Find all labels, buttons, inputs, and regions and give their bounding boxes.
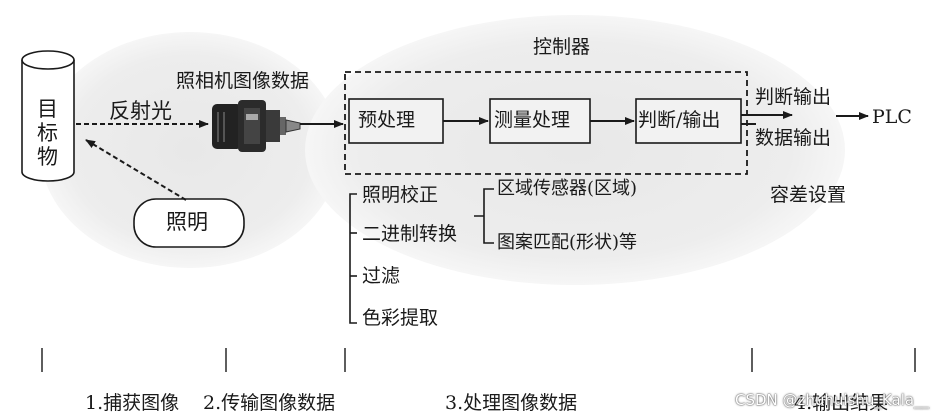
preprocess-item: 二进制转换	[362, 223, 458, 245]
step-box-measure	[489, 98, 591, 144]
preprocess-item: 色彩提取	[362, 307, 439, 329]
measure-item: 图案匹配(形状)等	[497, 232, 638, 253]
reflected-light-label: 反射光	[109, 99, 172, 123]
step-preprocess-label: 预处理	[358, 109, 416, 131]
stage-label-output: 4.输出结果	[794, 392, 889, 414]
data-output-label: 数据输出	[755, 127, 832, 149]
background-blob-left	[40, 32, 340, 268]
measure-item: 区域传感器(区域)	[497, 178, 638, 199]
target-cylinder	[21, 50, 75, 182]
tolerance-label: 容差设置	[770, 184, 847, 206]
stage-label-process: 3.处理图像数据	[445, 392, 578, 414]
lighting-label: 照明	[166, 210, 208, 234]
illumination-arrow	[85, 139, 187, 201]
target-label: 目 标 物	[37, 97, 58, 169]
camera-icon	[212, 100, 301, 152]
stage-label-transfer: 2.传输图像数据	[203, 392, 336, 414]
lighting-box	[133, 198, 245, 248]
step-judge-label: 判断/输出	[638, 109, 721, 131]
preprocess-item: 过滤	[362, 265, 401, 287]
camera-data-label: 照相机图像数据	[176, 70, 310, 92]
plc-label: PLC	[872, 106, 912, 128]
judge-output-label: 判断输出	[755, 86, 832, 108]
preprocess-item: 照明校正	[362, 184, 439, 206]
controller-title: 控制器	[533, 36, 591, 58]
watermark: CSDN @zhuhuishu_Kala__	[735, 391, 930, 409]
step-box-preprocess	[348, 98, 444, 144]
preprocess-bracket	[349, 193, 357, 324]
step-measure-label: 测量处理	[494, 109, 571, 131]
step-box-judge	[635, 98, 742, 144]
background-blob-right	[305, 15, 845, 285]
measure-bracket	[474, 188, 494, 244]
stage-brackets	[41, 348, 916, 372]
stage-label-capture: 1.捕获图像	[85, 392, 180, 414]
